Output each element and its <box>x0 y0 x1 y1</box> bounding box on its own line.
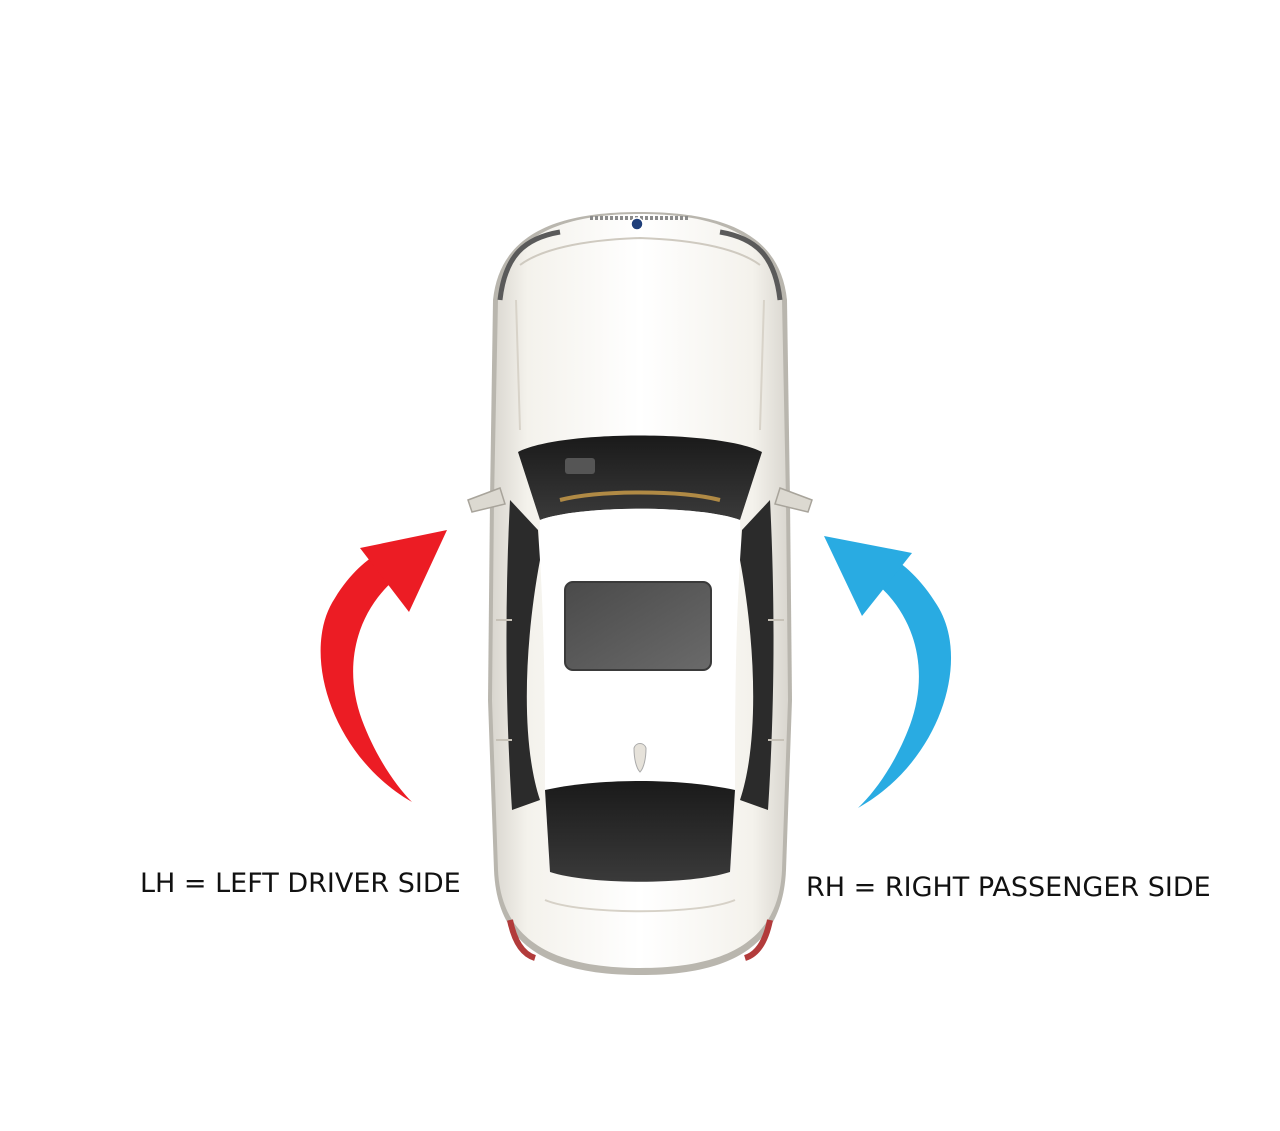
car-top-view-icon <box>467 212 813 975</box>
curved-arrow-up-left-icon <box>824 536 952 808</box>
right-side-label: RH = RIGHT PASSENGER SIDE <box>806 872 1211 903</box>
curved-arrow-up-right-icon <box>320 530 447 802</box>
left-side-label: LH = LEFT DRIVER SIDE <box>140 868 461 899</box>
